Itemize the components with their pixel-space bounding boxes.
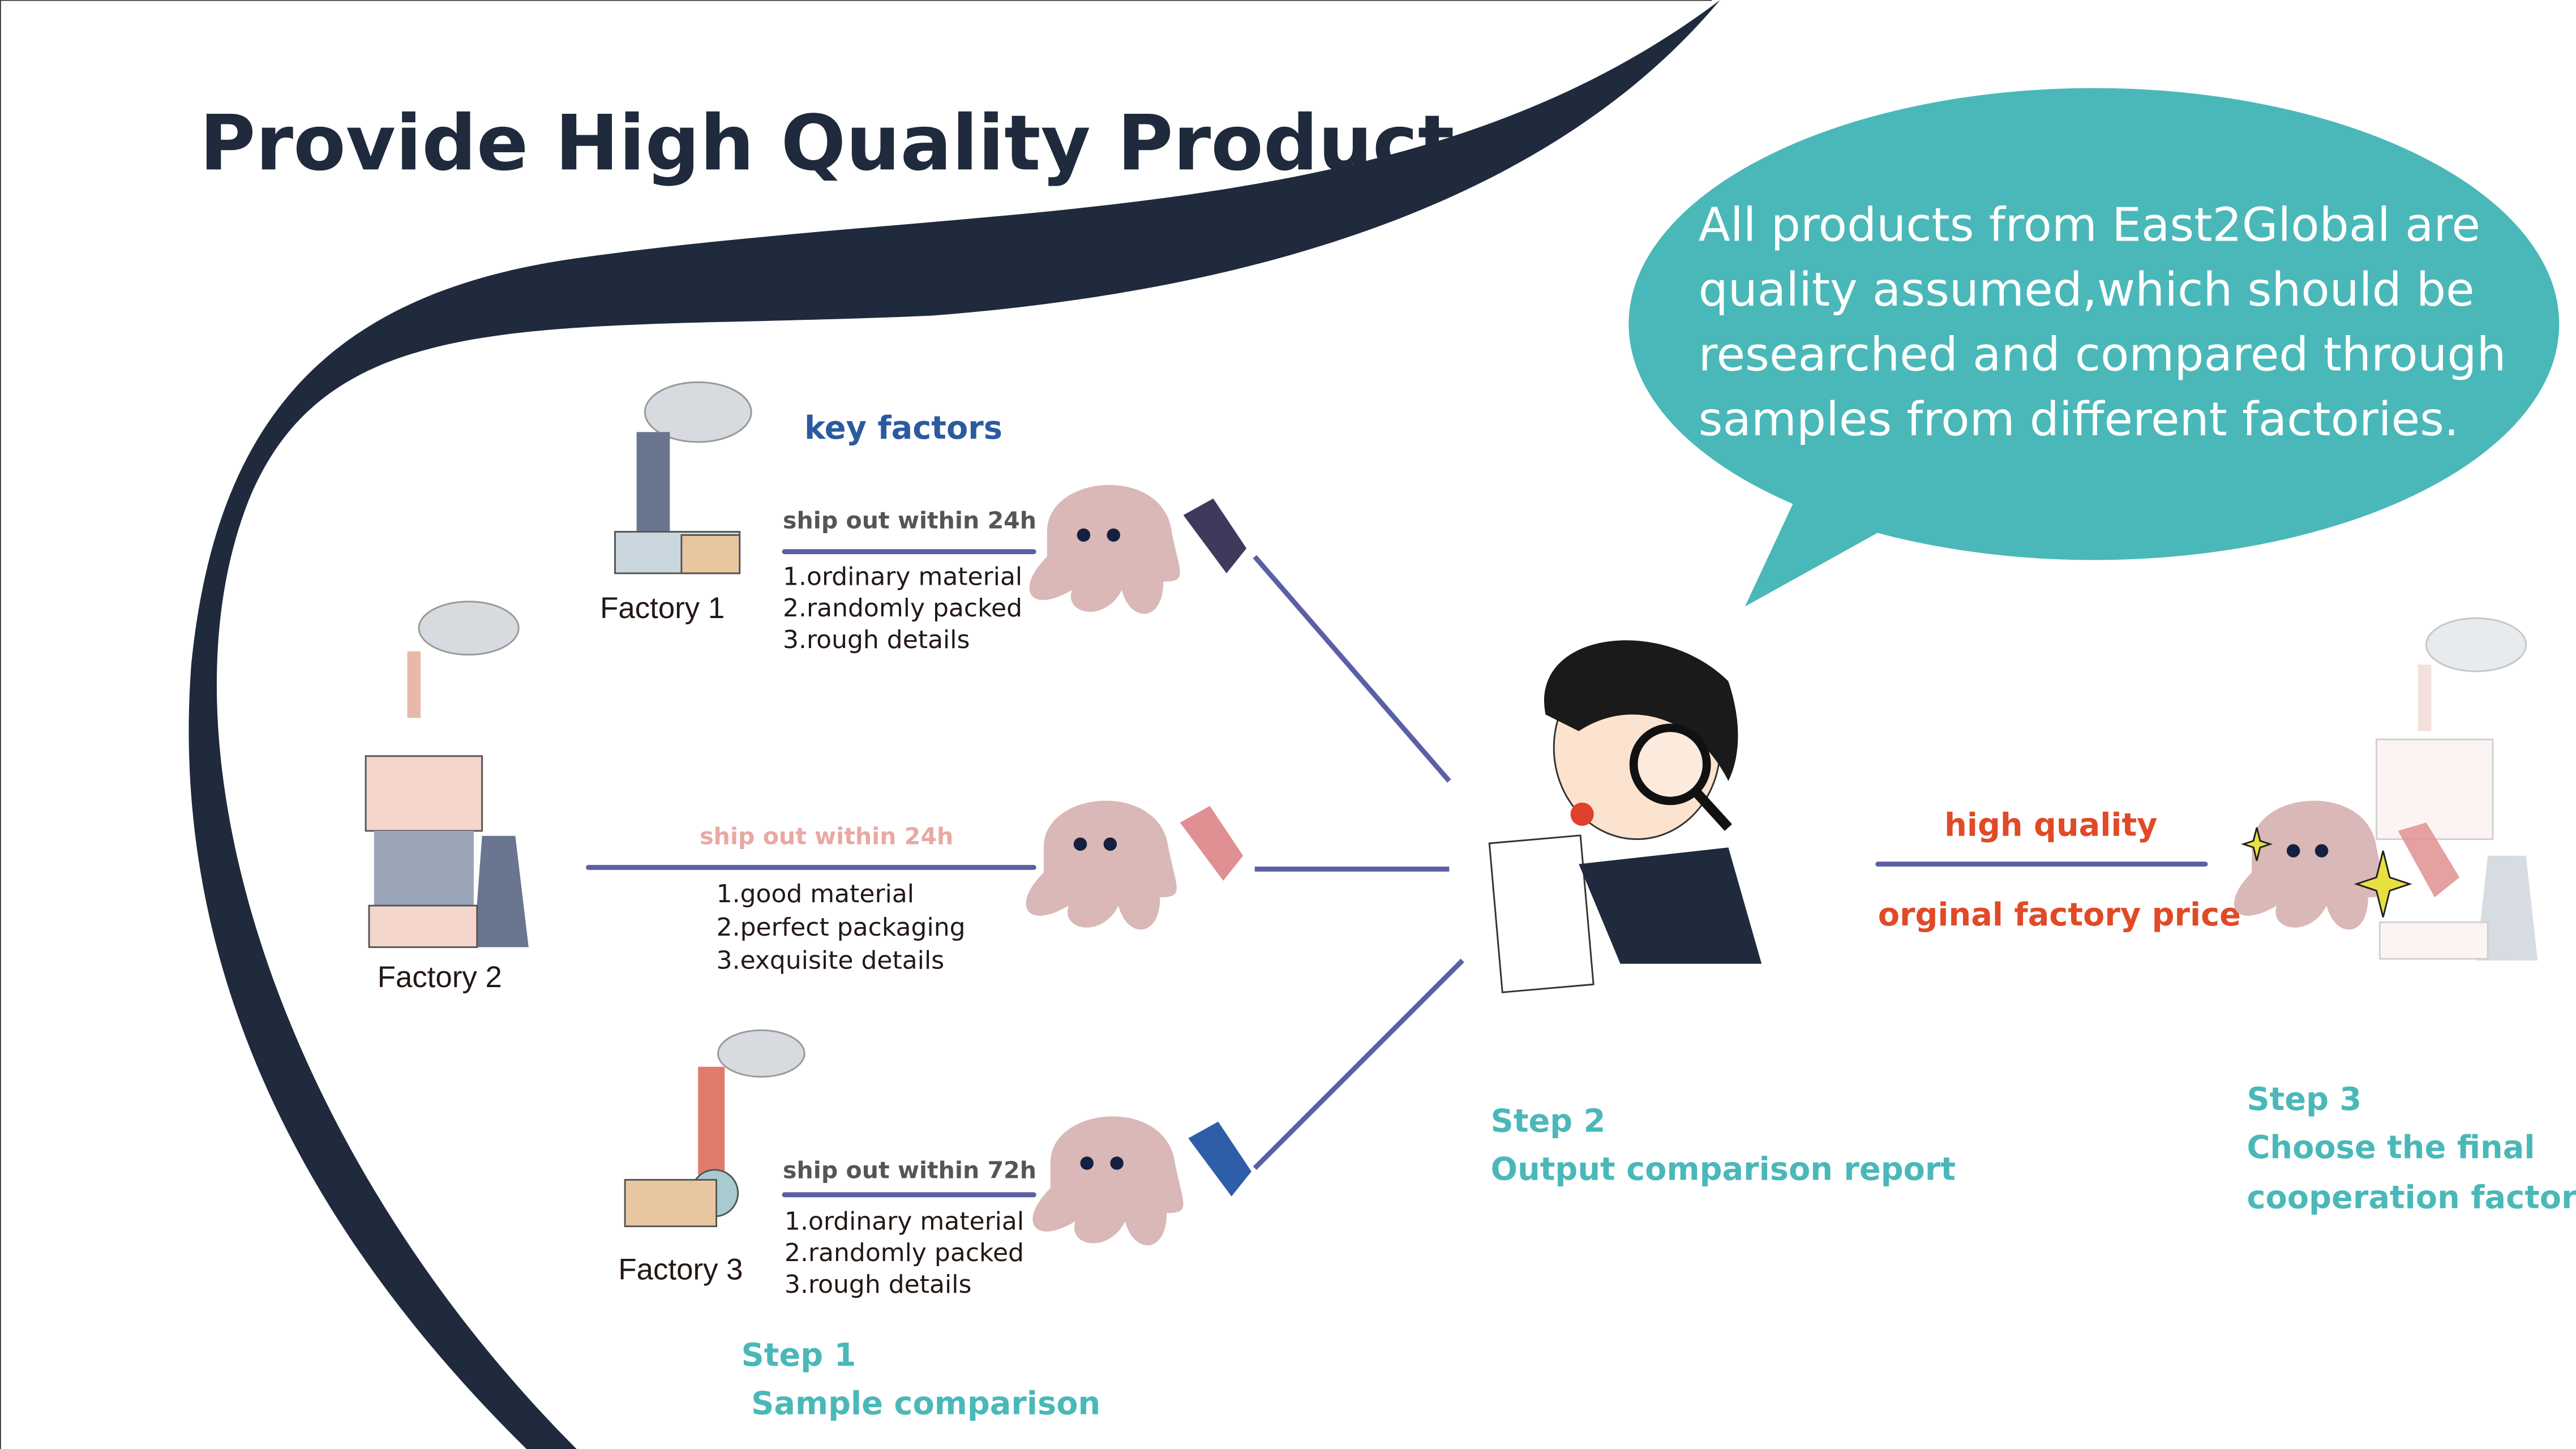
bubble-line: researched and compared through [1699, 328, 2506, 382]
factory-3-item: 2.randomly packed [785, 1238, 1024, 1267]
factory-3-ship: ship out within 72h [783, 1156, 1036, 1184]
factory-3-illustration [624, 1029, 805, 1228]
octopus-sample-2 [1026, 800, 1244, 930]
factory-2-ship: ship out within 24h [700, 822, 953, 850]
swoosh-shape [188, 0, 1720, 1449]
factory-3-item: 1.ordinary material [785, 1207, 1024, 1236]
sparkle-icon [2354, 850, 2412, 918]
step-1-label: Step 1 [741, 1337, 856, 1374]
factory-1-label: Factory 1 [600, 591, 725, 625]
sparkle-icon [2240, 827, 2273, 861]
factory-1-item: 2.randomly packed [783, 594, 1022, 623]
factory-3-item: 3.rough details [785, 1270, 971, 1299]
connector-3 [1253, 958, 1464, 1170]
octopus-final [2234, 800, 2460, 930]
svg-text:All products from East2Global: All products from East2Global are qualit… [1699, 199, 2521, 447]
result-high-quality: high quality [1944, 807, 2157, 844]
octopus-sample-3 [1032, 1116, 1251, 1246]
step-3-desc: cooperation factory [2247, 1179, 2576, 1216]
connector-1 [1253, 555, 1451, 783]
step-3-label: Step 3 [2247, 1081, 2361, 1118]
factory-2-illustration [365, 601, 529, 948]
factory-1-illustration [614, 381, 752, 575]
factory-2-item: 1.good material [717, 880, 914, 908]
bubble-line: quality assumed,which should be [1699, 263, 2475, 317]
bubble-line: samples from different factories. [1699, 393, 2459, 447]
factory-2-item: 3.exquisite details [717, 946, 945, 975]
step-2-desc: Output comparison report [1491, 1151, 1956, 1188]
factory-1-item: 1.ordinary material [783, 562, 1022, 591]
inspector-character [1488, 640, 1762, 993]
step-1-desc: Sample comparison [751, 1385, 1100, 1422]
frame-outline [0, 0, 1712, 1449]
bubble-line: All products from East2Global are [1699, 199, 2480, 252]
factory-3-label: Factory 3 [618, 1253, 743, 1287]
factory-2-item: 2.perfect packaging [717, 913, 966, 942]
page-title: Provide High Quality Product [200, 98, 1455, 187]
octopus-sample-1 [1029, 485, 1247, 614]
key-factors-label: key factors [804, 410, 1002, 447]
factory-1-item: 3.rough details [783, 625, 970, 654]
speech-bubble: All products from East2Global are qualit… [1628, 88, 2560, 607]
final-factory-illustration [2375, 617, 2538, 961]
step-2-label: Step 2 [1491, 1103, 1606, 1139]
step-3-desc: Choose the final [2247, 1129, 2535, 1166]
factory-2-label: Factory 2 [378, 961, 502, 994]
result-factory-price: orginal factory price [1878, 897, 2241, 933]
factory-1-ship: ship out within 24h [783, 507, 1036, 534]
